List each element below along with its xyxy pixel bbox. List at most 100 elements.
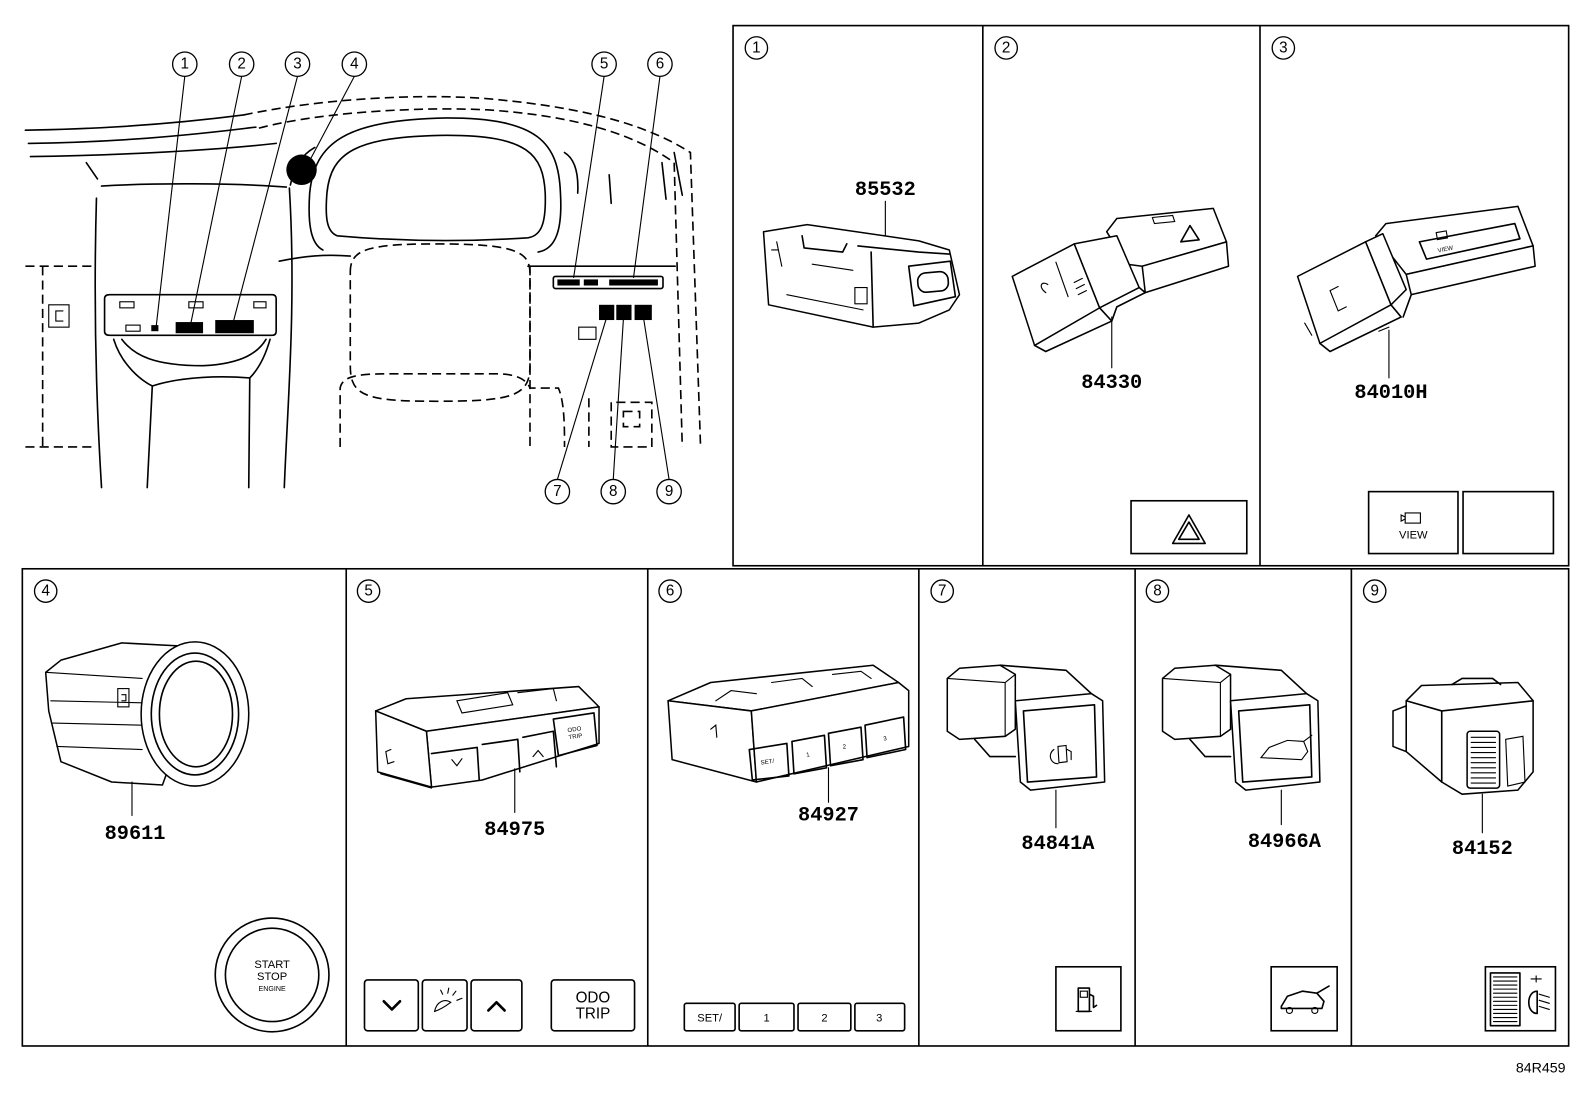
start-stop-switch-part-drawing	[44, 641, 250, 787]
odo-trip-button-legend	[550, 979, 636, 1032]
chevron-down-icon	[382, 999, 402, 1011]
headlight-level-switch-part-drawing	[1392, 677, 1534, 795]
strip-slot	[125, 324, 141, 332]
panel-4-part-number: 89611	[105, 823, 166, 846]
illumination-button-legend	[421, 979, 468, 1032]
start-button-location-dot	[286, 154, 317, 186]
location-marker-6	[609, 279, 658, 286]
dashboard-overview: 1 2 3 4 5 6 7 8 9	[24, 51, 702, 505]
view-legend-label: VIEW	[1399, 529, 1428, 541]
panel-3: 3 VIEW 84010H VIEW	[1271, 36, 1555, 555]
memory-2-label: 2	[821, 1013, 827, 1025]
callout-8: 8	[600, 478, 627, 505]
memory-3-label: 3	[876, 1013, 882, 1025]
strip-slot	[188, 301, 204, 309]
stop-label: STOP	[257, 971, 287, 983]
location-marker-5b	[583, 279, 599, 286]
panel-7-number: 7	[938, 583, 946, 600]
hazard-switch-part-drawing	[1011, 207, 1230, 353]
cluster-hood	[608, 151, 684, 205]
location-marker-5	[557, 279, 580, 286]
fuel-door-icon	[1075, 987, 1098, 1013]
panel-divider	[982, 25, 1261, 566]
location-marker-3	[215, 320, 254, 334]
panel-1: 1 85532	[744, 36, 961, 328]
small-vent-box	[48, 304, 70, 328]
callout-2: 2	[228, 51, 255, 78]
left-panel-outline	[100, 183, 288, 188]
hazard-icon	[1171, 514, 1206, 545]
steering-column	[121, 338, 267, 367]
location-marker-7	[599, 304, 615, 321]
panel-7: 7 84841A	[930, 579, 1122, 1032]
dash-top-line	[27, 126, 257, 145]
callout-2-label: 2	[237, 56, 245, 73]
part-1-label: 1	[806, 751, 811, 758]
figure-id: 84R459	[1516, 1060, 1566, 1076]
seat-outline	[339, 373, 566, 447]
odo-label: ODO	[576, 989, 611, 1006]
usb-port-part-drawing	[762, 223, 961, 328]
panel-2: 2 84330	[994, 36, 1248, 555]
switch-strip-right	[552, 275, 664, 290]
hazard-legend-box	[1130, 499, 1248, 555]
set-button-legend	[683, 1002, 736, 1032]
part-3-label: 3	[883, 735, 888, 742]
console-small-box	[578, 326, 597, 340]
callout-9: 9	[656, 478, 682, 505]
back-door-switch-part-drawing	[1161, 664, 1321, 791]
dash-top-line	[29, 142, 277, 158]
camera-icon	[1400, 512, 1421, 524]
callout-6-label: 6	[656, 56, 664, 73]
panel-5: 5 ODO TRIP 84975 ODO	[356, 579, 636, 1032]
panel-divider	[345, 568, 1353, 1046]
fuel-door-legend-box	[1055, 965, 1122, 1032]
panel-1-number: 1	[752, 39, 760, 56]
panel-2-part-number: 84330	[1081, 372, 1142, 395]
set-label: SET/	[697, 1013, 723, 1025]
callout-3-label: 3	[293, 56, 301, 73]
panel-7-part-number: 84841A	[1021, 833, 1095, 856]
switch-strip-left	[103, 293, 277, 337]
cluster-hood	[278, 146, 676, 268]
callout-8-label: 8	[609, 483, 617, 500]
blank-legend-box	[1462, 490, 1555, 555]
odo-trip-switch-part-drawing: ODO TRIP	[374, 685, 600, 789]
callout-4: 4	[341, 51, 368, 78]
strip-slot	[119, 301, 135, 309]
panel-6: 6 SET/ 1 2 3 84927 SET/ 1 2 3	[658, 579, 910, 1032]
console-outline	[529, 266, 653, 448]
part-set-label: SET/	[760, 758, 775, 767]
left-panel-outline	[283, 187, 293, 489]
part-odo-label: ODO	[567, 725, 582, 734]
panel-3-part-number: 84010H	[1354, 382, 1427, 405]
dash-outline-dashed	[258, 108, 684, 447]
steering-wheel-outline	[349, 243, 531, 403]
up-button-legend	[470, 979, 523, 1032]
left-dashed-outline	[25, 265, 97, 448]
illumination-icon	[433, 987, 463, 1013]
memory-2-button-legend	[797, 1002, 852, 1032]
panel-4-number: 4	[41, 583, 50, 600]
callout-leader	[155, 75, 670, 481]
part-view-label: VIEW	[1437, 244, 1454, 254]
memory-1-label: 1	[763, 1013, 769, 1025]
headlight-level-icon	[1489, 972, 1550, 1027]
panel-3-number: 3	[1279, 39, 1287, 56]
panel-8: 8 84966A	[1145, 579, 1338, 1032]
panel-9: 9 84152	[1362, 579, 1557, 1032]
callout-7-label: 7	[553, 483, 561, 500]
panel-6-part-number: 84927	[798, 805, 859, 828]
top-panel-frame	[732, 24, 1570, 567]
callout-5: 5	[591, 51, 617, 78]
callout-4-label: 4	[350, 56, 359, 73]
panel-5-part-number: 84975	[484, 819, 545, 842]
panel-5-number: 5	[364, 583, 372, 600]
chevron-up-icon	[487, 1001, 506, 1012]
down-button-legend	[363, 979, 420, 1032]
part-trip-label: TRIP	[568, 732, 583, 741]
steering-column	[151, 376, 251, 387]
part-2-label: 2	[842, 743, 847, 750]
callout-6: 6	[647, 51, 673, 78]
